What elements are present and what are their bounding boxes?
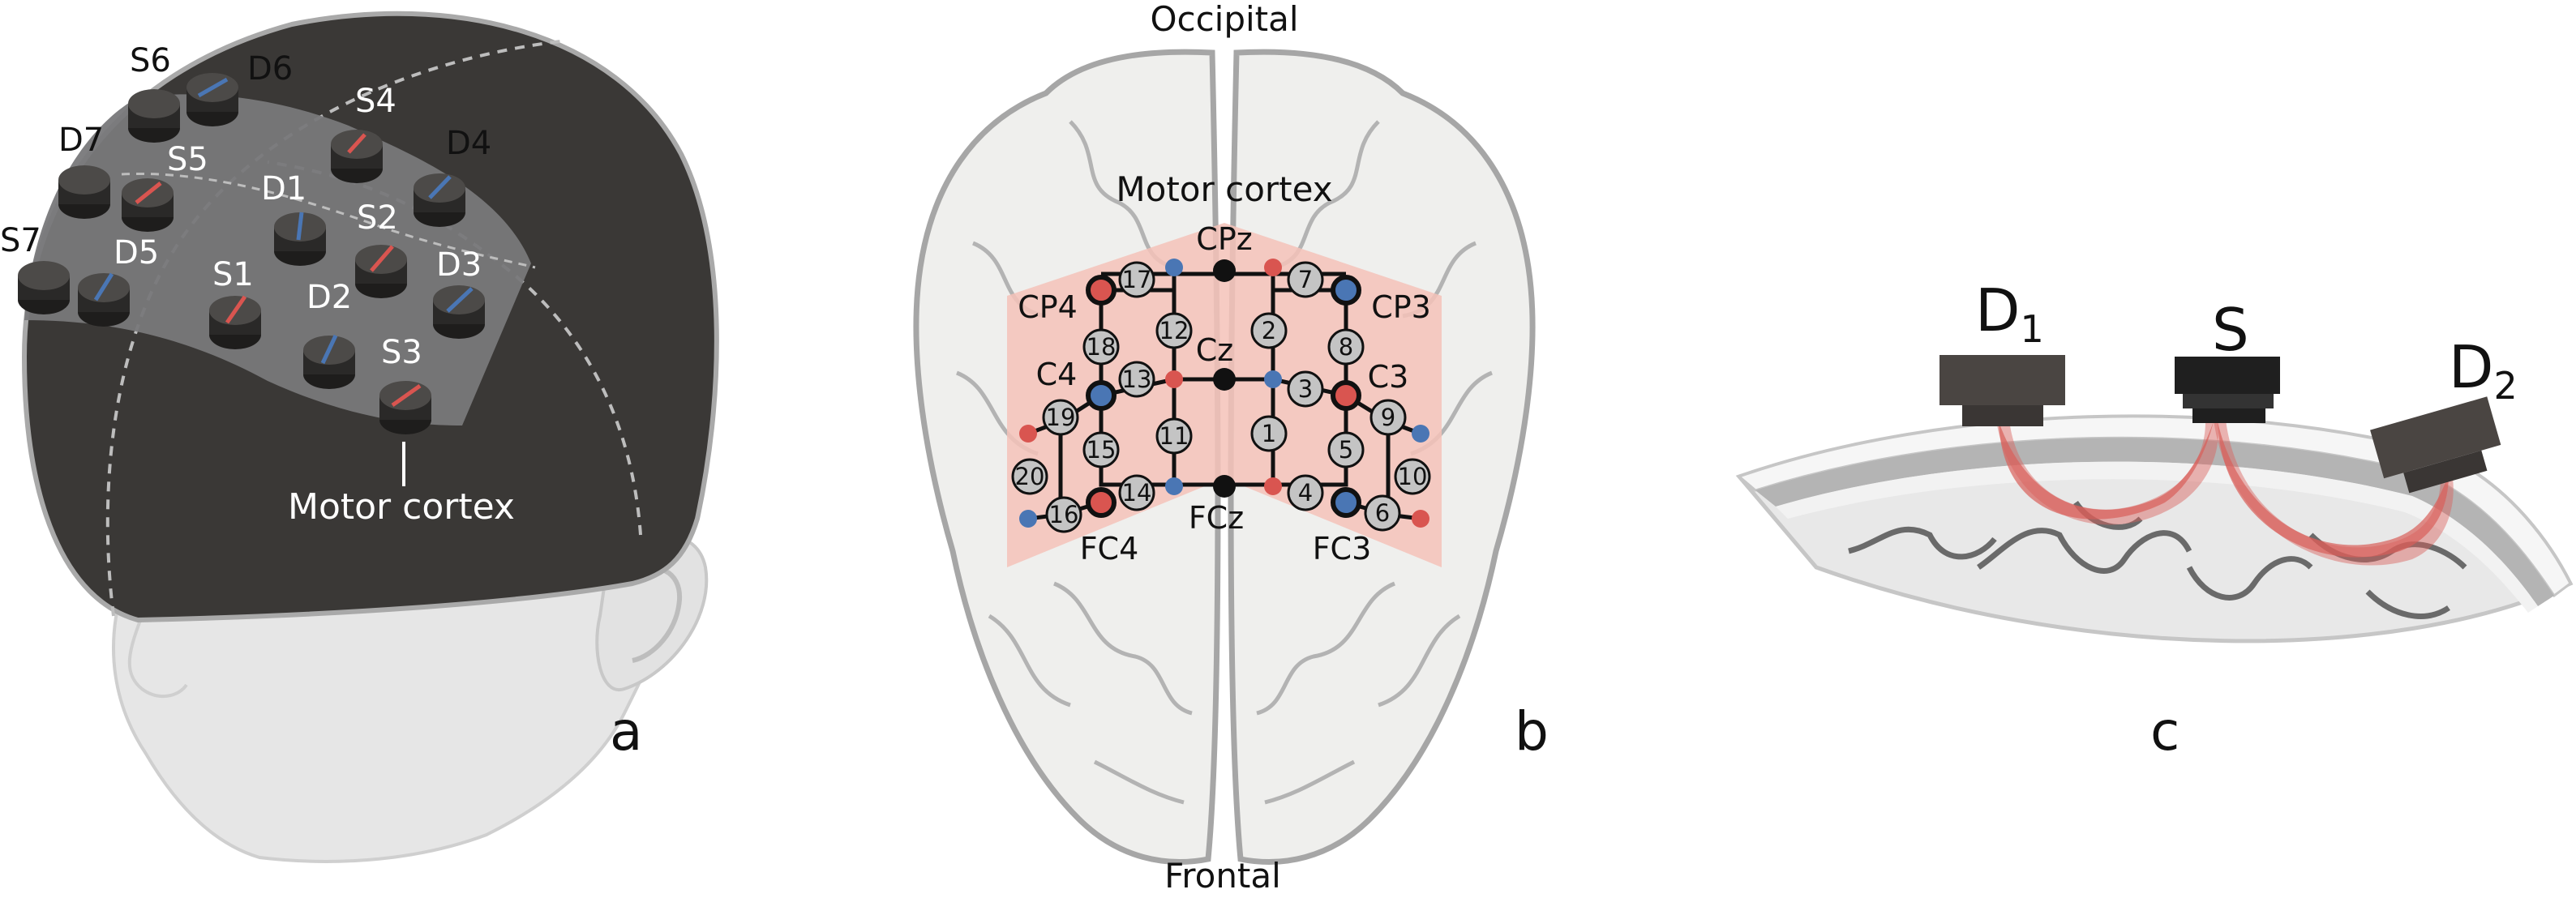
optode-label: D7 bbox=[58, 122, 104, 159]
source-probe bbox=[2175, 357, 2280, 423]
patch-dashed-line bbox=[121, 172, 536, 269]
channel-markers bbox=[1011, 261, 1431, 533]
optode-d2 bbox=[303, 334, 355, 389]
optode-label: D2 bbox=[306, 279, 352, 316]
panel-letter-a: a bbox=[610, 700, 642, 763]
optode-d3 bbox=[433, 285, 485, 339]
channel-number: 11 bbox=[1159, 422, 1189, 450]
detector-1-label: D1 bbox=[1975, 276, 2044, 351]
detector-1-main: D bbox=[1975, 276, 2020, 344]
optode-label: S4 bbox=[355, 83, 396, 120]
channel-number: 5 bbox=[1339, 436, 1353, 464]
channel-number: 12 bbox=[1159, 317, 1189, 344]
optode-label: D5 bbox=[114, 234, 159, 272]
optode-s1 bbox=[209, 295, 261, 349]
optode-s7 bbox=[18, 261, 70, 314]
channel-number: 15 bbox=[1087, 436, 1117, 464]
head-face bbox=[112, 581, 675, 863]
optode-patch bbox=[24, 94, 531, 425]
channel-number: 17 bbox=[1122, 266, 1152, 293]
panel-letter-b: b bbox=[1515, 700, 1549, 763]
channel-number: 9 bbox=[1381, 404, 1395, 431]
detector-2-sub: 2 bbox=[2493, 364, 2517, 408]
reference-label: CPz bbox=[1196, 221, 1252, 257]
optode-s5 bbox=[122, 178, 174, 232]
channel-number: 10 bbox=[1398, 463, 1428, 490]
motor-cortex-region bbox=[1007, 223, 1442, 567]
optode-label: D3 bbox=[436, 246, 482, 284]
source-label: S bbox=[2212, 296, 2249, 364]
optode-label: S6 bbox=[130, 42, 171, 79]
optode-label: S3 bbox=[381, 334, 422, 371]
csf-layer bbox=[1776, 461, 2538, 613]
optode-s3 bbox=[379, 381, 431, 434]
detector-2-label: D2 bbox=[2449, 333, 2518, 408]
reference-label: FCz bbox=[1189, 500, 1244, 536]
channel-number: 8 bbox=[1339, 333, 1353, 361]
reference-label: FC3 bbox=[1313, 531, 1372, 567]
channel-number: 1 bbox=[1262, 420, 1276, 447]
channel-number: 2 bbox=[1262, 317, 1276, 344]
skull-layer bbox=[1755, 438, 2554, 606]
optode-s4 bbox=[331, 130, 383, 183]
grid-optodes bbox=[1019, 259, 1429, 528]
optode-label: S5 bbox=[167, 141, 208, 178]
reference-points bbox=[1213, 259, 1236, 498]
optode-label: D1 bbox=[261, 170, 306, 207]
light-path-2-body bbox=[2214, 420, 2454, 566]
nose bbox=[127, 615, 188, 699]
channel-number: 3 bbox=[1298, 375, 1313, 403]
optode-label: S2 bbox=[357, 199, 398, 237]
channel-number: 4 bbox=[1298, 479, 1313, 507]
detector-1-sub: 1 bbox=[2020, 307, 2043, 351]
motor-cortex-label-a: Motor cortex bbox=[288, 486, 515, 528]
reference-label: Cz bbox=[1196, 332, 1233, 368]
channel-number: 19 bbox=[1046, 404, 1076, 431]
channel-number: 18 bbox=[1087, 333, 1117, 361]
optode-d1 bbox=[274, 212, 326, 266]
reference-rings bbox=[1086, 275, 1361, 518]
channel-number: 6 bbox=[1375, 499, 1390, 527]
optode-s6 bbox=[128, 89, 180, 143]
optode-label: S7 bbox=[0, 222, 41, 259]
reference-label: CP4 bbox=[1018, 289, 1078, 325]
channel-number: 20 bbox=[1015, 463, 1045, 490]
cap-dashed-line bbox=[105, 39, 568, 617]
optode-d5 bbox=[78, 272, 130, 327]
reference-label: CP3 bbox=[1371, 289, 1431, 325]
reference-label: C4 bbox=[1036, 357, 1078, 392]
channel-number: 13 bbox=[1122, 366, 1152, 393]
detector-2-probe bbox=[2370, 396, 2501, 494]
reference-label: C3 bbox=[1368, 359, 1409, 395]
panel-letter-c: c bbox=[2150, 700, 2180, 763]
detector-1-probe bbox=[1940, 355, 2065, 426]
channel-number: 16 bbox=[1049, 501, 1079, 528]
frontal-label: Frontal bbox=[1164, 856, 1281, 896]
panel-a: S6 D6 S4 D4 D7 S5 D1 S2 S7 D5 S1 D3 D2 S… bbox=[0, 11, 719, 863]
detector-2-main: D bbox=[2449, 333, 2493, 401]
light-path-2 bbox=[2218, 421, 2449, 558]
occipital-label: Occipital bbox=[1150, 0, 1298, 39]
optode-d4 bbox=[414, 173, 465, 227]
optode-label: D4 bbox=[446, 125, 491, 162]
optode-d6 bbox=[186, 73, 238, 126]
optode-s2 bbox=[355, 245, 407, 298]
channel-number: 14 bbox=[1122, 479, 1152, 507]
motor-cortex-label-b: Motor cortex bbox=[1116, 169, 1332, 209]
optode-label: D6 bbox=[247, 50, 293, 88]
channel-number: 7 bbox=[1298, 266, 1313, 293]
reference-label: FC4 bbox=[1080, 531, 1139, 567]
optode-label: S1 bbox=[212, 256, 254, 293]
light-path-1 bbox=[1999, 421, 2214, 520]
panel-c: D1 S D2 c bbox=[1735, 276, 2574, 763]
light-path-1-body bbox=[1996, 420, 2218, 525]
optode-d7 bbox=[58, 165, 110, 219]
panel-b: 1 2 3 4 5 6 7 8 9 10 11 12 13 14 15 16 1… bbox=[913, 0, 1549, 896]
